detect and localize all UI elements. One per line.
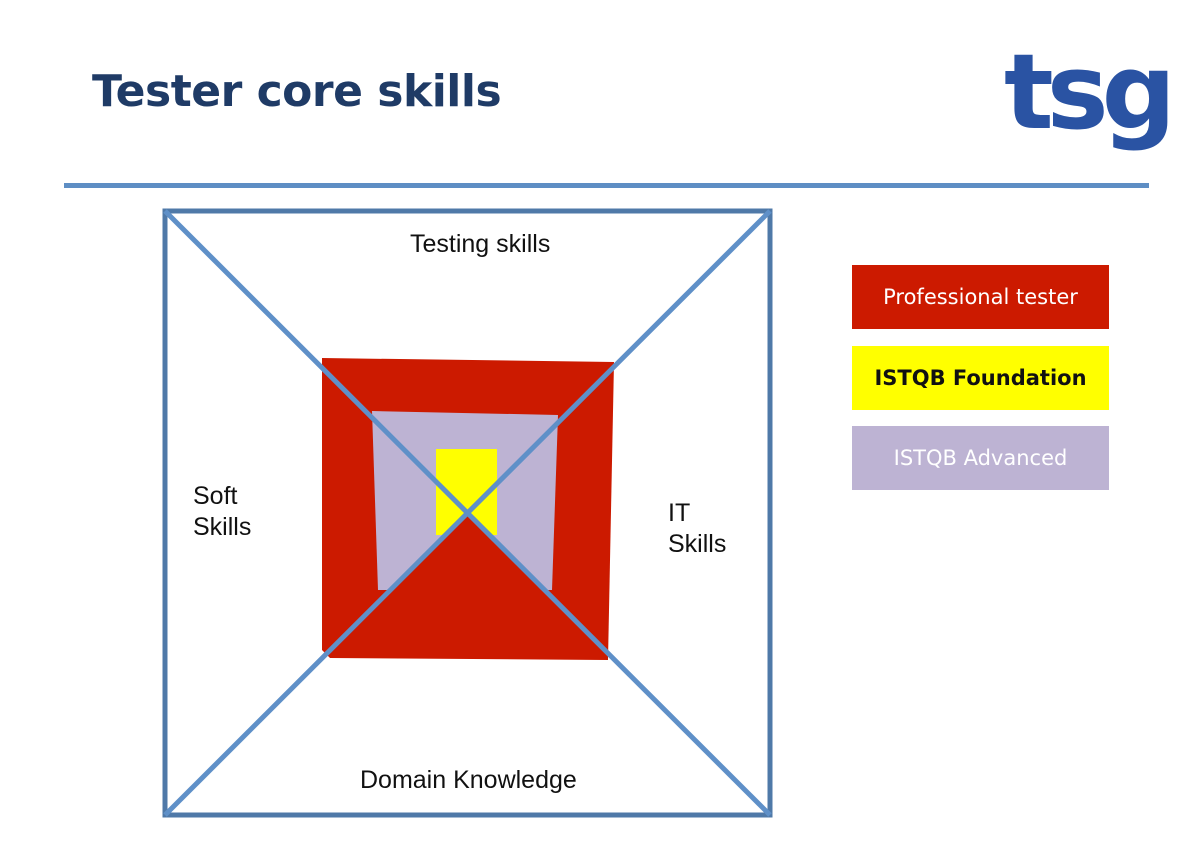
testing-skills-label: Testing skills <box>410 230 551 258</box>
title-divider <box>64 183 1149 188</box>
it-skills-label: IT Skills <box>668 498 726 560</box>
legend-professional-tester-label: Professional tester <box>883 285 1078 309</box>
domain-knowledge-wedge <box>330 512 606 658</box>
istqb-foundation-area <box>436 449 497 535</box>
diagonal-line-2 <box>163 209 772 817</box>
legend-istqb-foundation: ISTQB Foundation <box>852 346 1109 410</box>
domain-knowledge-label: Domain Knowledge <box>360 766 577 794</box>
legend-istqb-advanced-label: ISTQB Advanced <box>893 446 1068 470</box>
soft-skills-line1: Soft <box>193 482 238 510</box>
legend-professional-tester: Professional tester <box>852 265 1109 329</box>
legend-istqb-foundation-label: ISTQB Foundation <box>874 366 1087 390</box>
soft-skills-line2: Skills <box>193 513 252 541</box>
soft-skills-label: Soft Skills <box>193 481 251 543</box>
it-skills-line1: IT <box>668 499 691 527</box>
slide-title: Tester core skills <box>92 66 502 117</box>
diagram-frame <box>162 208 773 818</box>
it-skills-line2: Skills <box>668 530 727 558</box>
legend-istqb-advanced: ISTQB Advanced <box>852 426 1109 490</box>
